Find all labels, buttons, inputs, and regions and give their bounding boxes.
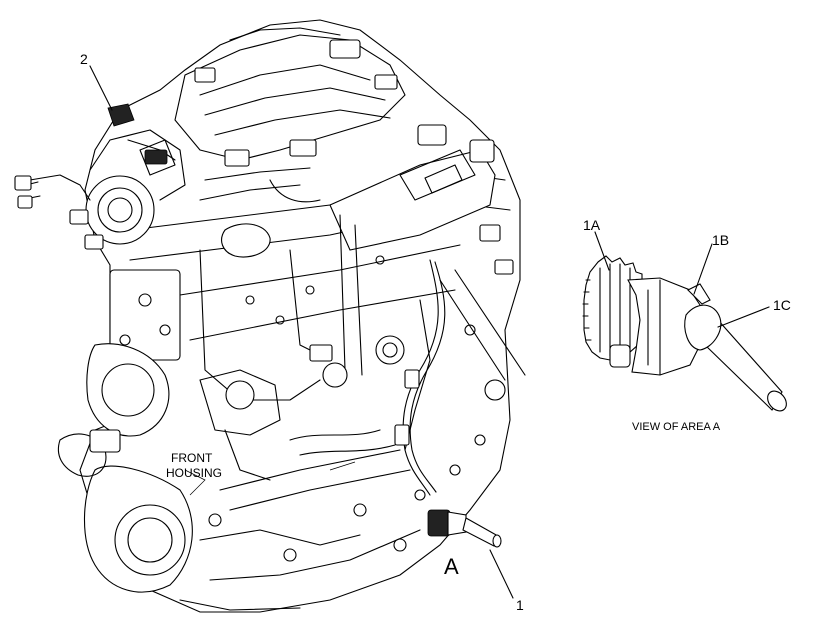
- callout-1b: 1B: [712, 232, 729, 248]
- sensor-body-1b: [609, 277, 711, 376]
- view-of-area-a-label: VIEW OF AREA A: [632, 421, 721, 433]
- callout-area-a: A: [444, 554, 459, 579]
- callout-1c: 1C: [773, 297, 791, 313]
- callout-2: 2: [80, 51, 88, 67]
- engine-illustration: [14, 19, 526, 613]
- detail-view-area-a: [582, 255, 787, 412]
- front-housing-label-line1: FRONT: [171, 451, 213, 465]
- front-housing-label-line2: HOUSING: [166, 466, 222, 480]
- callout-1a: 1A: [583, 217, 601, 233]
- leader-lines: [89, 65, 770, 599]
- sensor-tube-1c: [684, 304, 787, 412]
- callout-1: 1: [516, 597, 524, 613]
- sensor-gear-1a: [582, 255, 643, 361]
